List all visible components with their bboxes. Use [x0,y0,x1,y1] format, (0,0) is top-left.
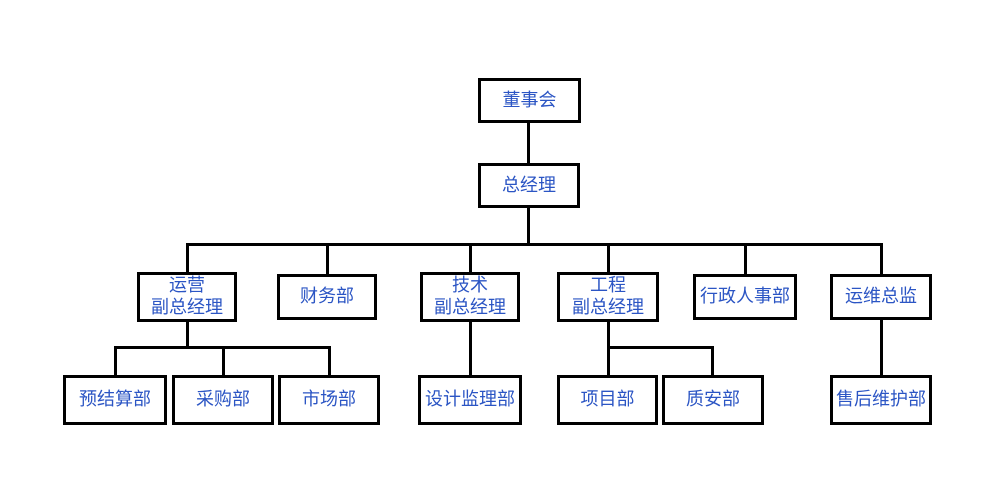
node-label: 预结算部 [79,389,151,410]
org-node-finance-dept: 财务部 [277,274,377,320]
node-label: 董事会 [502,89,557,111]
connector-technology-down [469,320,472,377]
org-node-general-manager: 总经理 [478,163,580,208]
connector-drop-om-director [880,244,883,276]
node-label: 市场部 [302,389,356,410]
connector-drop-operations [186,244,189,276]
connector-drop-technology [469,244,472,276]
connector-om-down [880,320,883,377]
org-node-procurement-dept: 采购部 [172,375,274,425]
connector-board-to-gm [527,121,530,165]
node-label: 工程 副总经理 [572,275,644,318]
org-node-engineering-deputy-gm: 工程 副总经理 [557,272,659,322]
org-node-quality-safety-dept: 质安部 [662,375,764,425]
org-node-design-supervision-dept: 设计监理部 [418,375,522,425]
org-node-marketing-dept: 市场部 [278,375,380,425]
connector-drop-marketing [328,347,331,377]
node-label: 项目部 [580,389,635,410]
node-label: 行政人事部 [700,286,790,307]
org-node-board: 董事会 [478,78,581,123]
connector-drop-budget [114,347,117,377]
node-label: 售后维护部 [836,389,926,410]
connector-engineering-horizontal [607,346,714,349]
connector-gm-trunk [527,206,530,246]
connector-drop-finance [326,244,329,276]
org-node-budget-settlement-dept: 预结算部 [63,375,167,425]
org-node-technology-deputy-gm: 技术 副总经理 [420,272,520,322]
node-label: 财务部 [300,286,354,307]
connector-drop-quality-safety [711,347,714,377]
node-label: 设计监理部 [425,389,515,410]
node-label: 技术 副总经理 [434,275,506,318]
node-label: 运维总监 [845,286,917,307]
org-node-admin-hr-dept: 行政人事部 [693,274,797,320]
node-label: 采购部 [196,389,250,410]
node-label: 质安部 [686,389,740,410]
connector-drop-admin-hr [744,244,747,276]
connector-operations-down [186,320,189,348]
org-node-aftersales-maintenance-dept: 售后维护部 [830,375,932,425]
node-label: 总经理 [502,174,556,196]
org-node-project-dept: 项目部 [557,375,658,425]
connector-level3-horizontal [186,243,883,246]
org-node-operations-deputy-gm: 运营 副总经理 [137,272,237,322]
connector-drop-procurement [222,347,225,377]
org-node-om-director: 运维总监 [830,274,932,320]
connector-drop-engineering [607,244,610,276]
node-label: 运营 副总经理 [151,275,223,318]
